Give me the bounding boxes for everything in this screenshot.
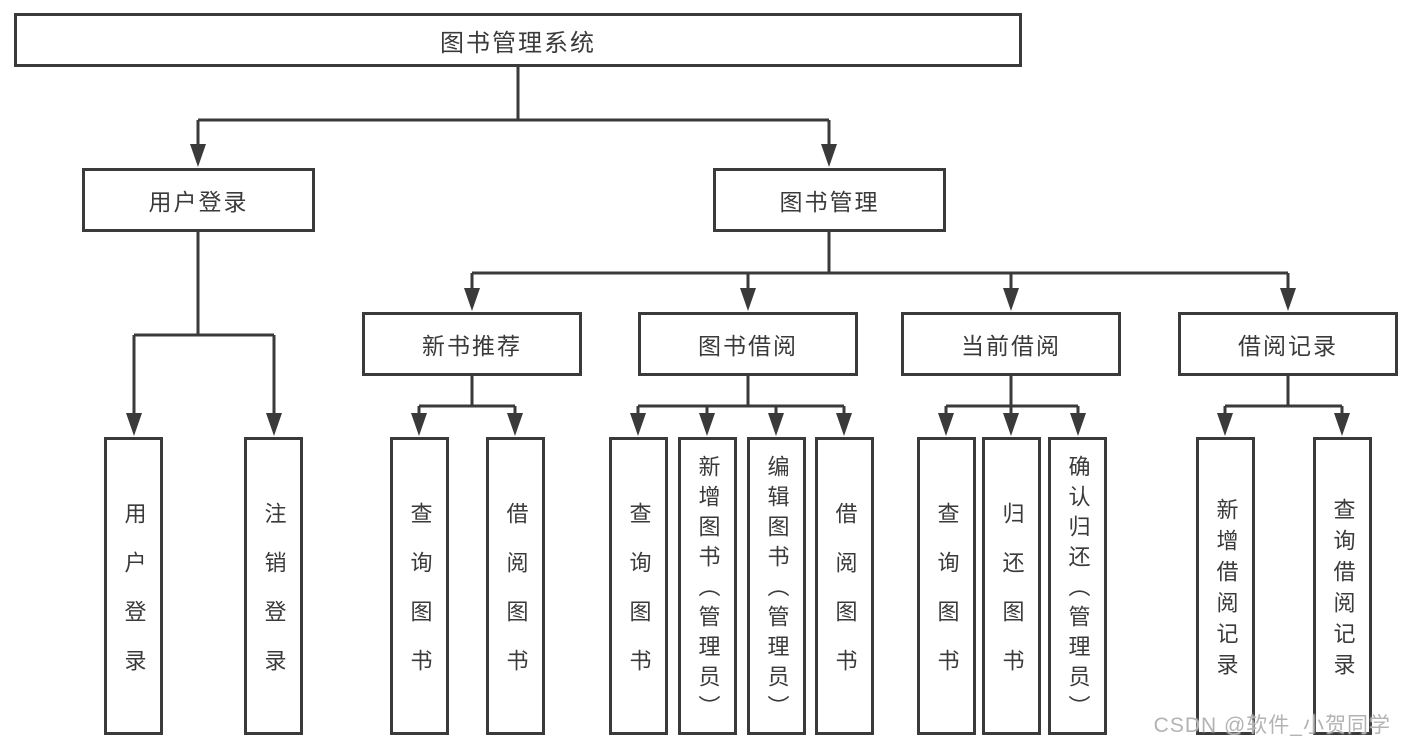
node-label: 图书管理	[779, 189, 880, 215]
leaf-label: 注销登录	[261, 501, 287, 698]
leaf-query-books-current: 查询图书	[917, 437, 976, 735]
leaf-label: 查询图书	[934, 501, 960, 698]
leaf-label: 确认归还（管理员）	[1065, 455, 1091, 725]
leaf-label: 用户登录	[121, 501, 147, 698]
arrow-down-icon	[836, 413, 852, 436]
leaf-label: 归还图书	[999, 501, 1025, 698]
node-label: 图书管理系统	[440, 29, 596, 57]
leaf-add-books-admin: 新增图书（管理员）	[678, 437, 737, 735]
arrowheads	[126, 120, 1350, 436]
arrow-down-icon	[1217, 413, 1233, 436]
leaf-query-borrow-record: 查询借阅记录	[1313, 437, 1372, 735]
leaf-label: 新增图书（管理员）	[695, 455, 721, 725]
arrow-down-icon	[1003, 413, 1019, 436]
node-label: 当前借阅	[961, 333, 1061, 359]
arrow-down-icon	[1070, 413, 1086, 436]
leaf-label: 编辑图书（管理员）	[764, 455, 790, 725]
leaf-borrow-books-recommend: 借阅图书	[486, 437, 545, 735]
node-new-book-recommendation: 新书推荐	[362, 312, 582, 376]
node-user-login: 用户登录	[82, 168, 315, 232]
arrow-down-icon	[507, 413, 523, 436]
arrow-down-icon	[699, 413, 715, 436]
arrow-down-icon	[126, 413, 142, 436]
leaf-query-books-borrowing: 查询图书	[609, 437, 668, 735]
node-label: 用户登录	[148, 189, 249, 215]
arrow-down-icon	[938, 413, 954, 436]
node-library-management-system: 图书管理系统	[14, 13, 1022, 67]
leaf-confirm-return-admin: 确认归还（管理员）	[1048, 437, 1107, 735]
node-label: 借阅记录	[1238, 333, 1338, 359]
arrow-down-icon	[630, 413, 646, 436]
leaf-label: 查询借阅记录	[1330, 497, 1356, 684]
leaf-label: 借阅图书	[503, 501, 529, 698]
tree-connector-path	[134, 67, 1342, 408]
csdn-watermark: CSDN @软件_小贺同学	[1153, 714, 1391, 737]
arrow-down-icon	[1003, 288, 1019, 311]
arrow-down-icon	[411, 413, 427, 436]
node-borrowing-records: 借阅记录	[1178, 312, 1398, 376]
node-book-management: 图书管理	[713, 168, 946, 232]
arrow-down-icon	[1280, 288, 1296, 311]
arrow-down-icon	[821, 144, 837, 167]
leaf-edit-books-admin: 编辑图书（管理员）	[747, 437, 806, 735]
arrow-down-icon	[266, 413, 282, 436]
arrow-down-icon	[190, 144, 206, 167]
leaf-return-books: 归还图书	[982, 437, 1041, 735]
leaf-user-login: 用户登录	[104, 437, 163, 735]
arrow-down-icon	[1334, 413, 1350, 436]
arrow-down-icon	[464, 288, 480, 311]
node-label: 新书推荐	[422, 333, 522, 359]
leaf-logout: 注销登录	[244, 437, 303, 735]
node-book-borrowing: 图书借阅	[638, 312, 858, 376]
leaf-query-books-recommend: 查询图书	[390, 437, 449, 735]
arrow-down-icon	[768, 413, 784, 436]
leaf-label: 借阅图书	[832, 501, 858, 698]
leaf-label: 新增借阅记录	[1213, 497, 1239, 684]
node-current-borrowing: 当前借阅	[901, 312, 1121, 376]
arrow-down-icon	[740, 288, 756, 311]
leaf-borrow-books: 借阅图书	[815, 437, 874, 735]
leaf-label: 查询图书	[407, 501, 433, 698]
leaf-add-borrow-record: 新增借阅记录	[1196, 437, 1255, 735]
node-label: 图书借阅	[698, 333, 798, 359]
leaf-label: 查询图书	[626, 501, 652, 698]
